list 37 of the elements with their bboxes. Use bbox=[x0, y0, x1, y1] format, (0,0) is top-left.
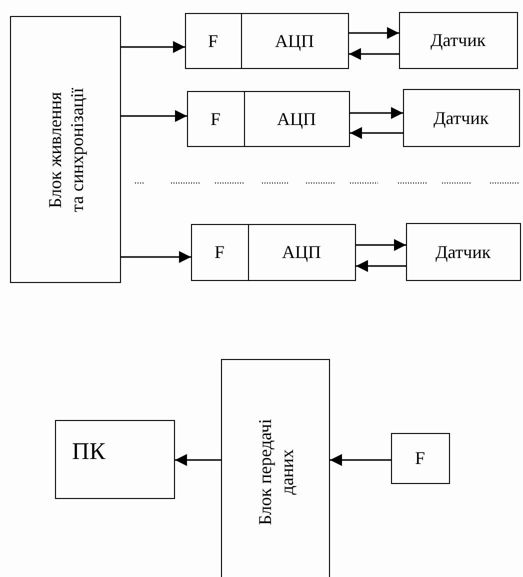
arrow bbox=[356, 260, 406, 272]
arrow bbox=[330, 454, 391, 466]
box-label: F bbox=[210, 108, 221, 128]
process-box bbox=[221, 359, 330, 577]
arrow bbox=[350, 127, 403, 139]
box-label: ПК bbox=[72, 439, 106, 465]
arrow bbox=[349, 27, 399, 39]
process-box bbox=[403, 89, 520, 147]
process-box bbox=[399, 12, 518, 69]
process-box bbox=[248, 224, 356, 281]
box-label: Датчик bbox=[430, 30, 486, 50]
process-box bbox=[185, 13, 242, 69]
process-box bbox=[187, 91, 245, 147]
process-box bbox=[406, 223, 521, 281]
box-label: Блок передачі даних bbox=[254, 417, 298, 527]
arrow bbox=[350, 107, 403, 119]
process-box bbox=[55, 420, 175, 499]
box-label: F bbox=[415, 448, 426, 468]
box-label: Датчик bbox=[436, 242, 491, 262]
box-label: АЦП bbox=[275, 30, 314, 50]
process-box bbox=[244, 91, 350, 147]
process-box bbox=[191, 224, 249, 281]
box-label: F bbox=[208, 30, 218, 50]
arrow bbox=[349, 48, 399, 60]
box-label: Блок живлення та синхронізації bbox=[44, 86, 88, 214]
arrow bbox=[175, 454, 221, 466]
process-box bbox=[10, 16, 121, 283]
arrow bbox=[121, 41, 185, 53]
box-label: АЦП bbox=[277, 108, 316, 128]
process-box bbox=[241, 13, 349, 69]
box-label: Датчик bbox=[434, 108, 489, 128]
box-label: АЦП bbox=[282, 242, 321, 262]
arrow bbox=[121, 251, 191, 263]
box-label: F bbox=[214, 242, 225, 262]
arrow bbox=[356, 239, 406, 251]
arrow bbox=[121, 110, 187, 122]
process-box bbox=[391, 433, 450, 484]
